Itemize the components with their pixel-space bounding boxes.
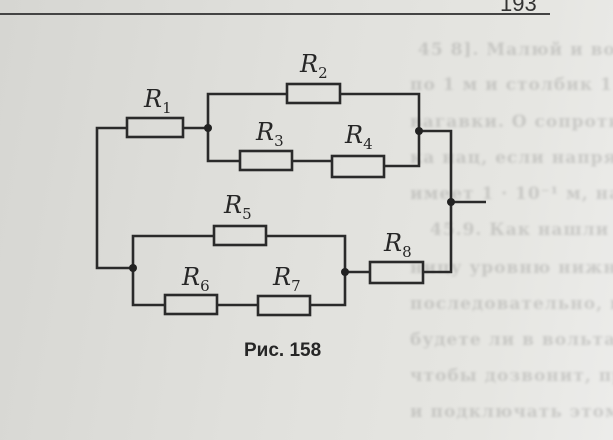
page-number: 193 xyxy=(500,0,537,16)
resistor-r7 xyxy=(256,294,312,317)
label-r6: R6 xyxy=(181,263,210,295)
bleed-line: и подключать этому величину xyxy=(410,402,613,422)
bleed-line: чтобы дозвонит, при ее последова xyxy=(410,366,613,386)
resistor-r5 xyxy=(212,224,268,247)
label-r7: R7 xyxy=(272,263,301,295)
bleed-line: по 1 м и столбик 1 м в каждой xyxy=(410,75,613,95)
label-r4: R4 xyxy=(344,121,373,153)
bleed-line: вагавки. О сопротивлении кап xyxy=(410,112,613,132)
label-r5: R5 xyxy=(223,191,252,223)
bleed-line: имеет 1 · 10⁻¹ м, напряжение xyxy=(410,184,613,204)
figure-caption: Рис. 158 xyxy=(244,340,322,361)
junction-node xyxy=(204,124,212,132)
header-rule xyxy=(0,13,550,15)
junction-node xyxy=(341,268,349,276)
wires xyxy=(95,92,486,307)
label-r1: R1 xyxy=(143,85,172,117)
bleed-line: 45.9. Как нашли величину ед xyxy=(430,220,613,240)
label-r8: R8 xyxy=(383,229,412,261)
bleed-line: последовательно, когда сете xyxy=(410,294,613,314)
junction-node xyxy=(415,127,423,135)
label-r2: R2 xyxy=(299,50,328,82)
bleed-line: будете ли в вольтах напряже xyxy=(410,330,613,350)
bleed-line: ницу уровню нижнего прохо xyxy=(410,258,613,278)
resistor-r4 xyxy=(330,154,386,179)
resistor-r2 xyxy=(285,82,342,105)
resistor-r1 xyxy=(125,116,185,139)
resistor-r3 xyxy=(238,149,294,172)
junction-node xyxy=(129,264,137,272)
label-r3: R3 xyxy=(255,118,284,150)
bleed-line: ка нац, если напряжение А В xyxy=(410,148,613,168)
bleed-line: 45 8]. Малюй и вопросный xyxy=(418,40,613,60)
junction-node xyxy=(447,198,455,206)
resistor-r8 xyxy=(368,260,425,285)
resistor-r6 xyxy=(163,293,219,316)
